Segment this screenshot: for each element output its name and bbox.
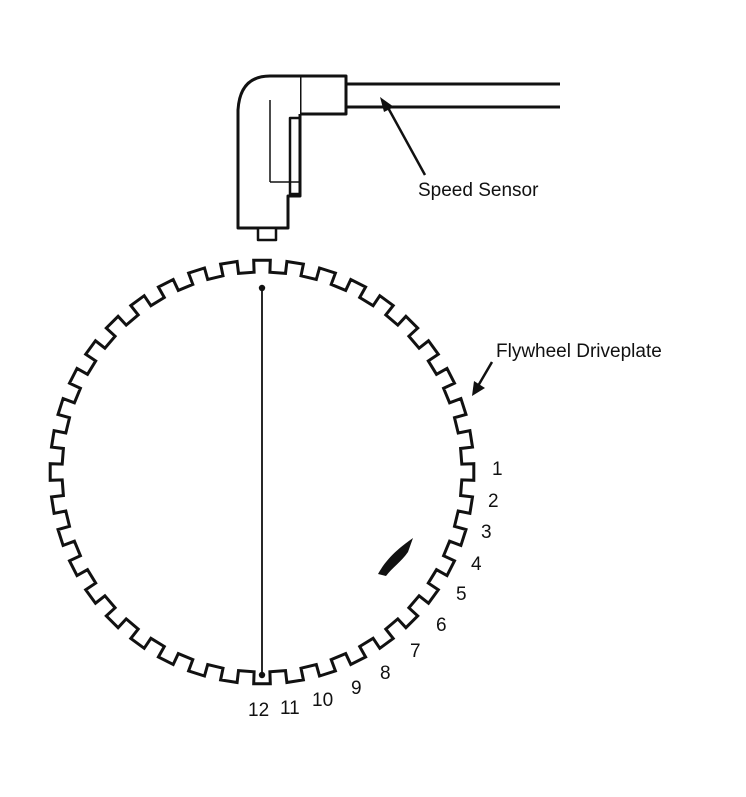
tooth-number-12: 12 [248, 700, 269, 721]
sensor-tip [256, 226, 278, 242]
tooth-number-10: 10 [312, 690, 333, 711]
tooth-numbers: 1 2 3 4 5 6 7 8 9 10 11 12 [248, 459, 503, 721]
tooth-number-5: 5 [456, 584, 467, 605]
speed-sensor-leader [380, 97, 427, 176]
driveplate-leader [472, 361, 494, 396]
tooth-number-8: 8 [380, 663, 391, 684]
flywheel-driveplate-label: Flywheel Driveplate [496, 341, 662, 362]
sensor-slot [288, 116, 302, 196]
tooth-number-9: 9 [351, 678, 362, 699]
tooth-number-6: 6 [436, 615, 447, 636]
tooth-number-4: 4 [471, 554, 482, 575]
curved-arrow-icon [378, 538, 413, 576]
tooth-number-11: 11 [280, 698, 300, 719]
tooth-number-3: 3 [481, 522, 492, 543]
tooth-number-7: 7 [410, 641, 421, 662]
speed-sensor-label: Speed Sensor [418, 180, 539, 201]
tooth-number-2: 2 [488, 491, 499, 512]
reference-line [258, 284, 266, 679]
sensor-housing [236, 74, 302, 230]
tooth-number-1: 1 [492, 459, 503, 480]
flywheel-driveplate [48, 258, 476, 686]
speed-sensor [236, 74, 560, 242]
sensor-connector [298, 74, 348, 116]
